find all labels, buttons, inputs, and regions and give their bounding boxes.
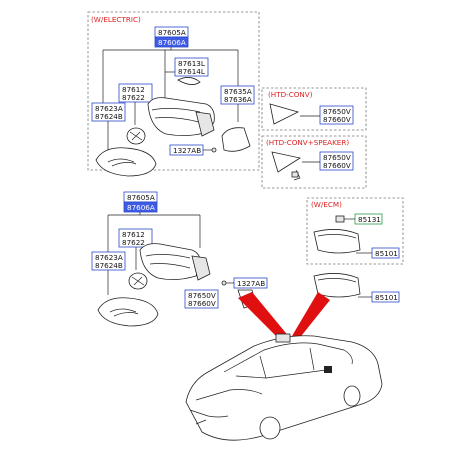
car-roof: [223, 342, 353, 373]
car-front-wheel: [259, 416, 281, 440]
speaker-connector: [291, 171, 299, 178]
label-bot-housing-2[interactable]: 87622: [122, 238, 145, 247]
label-ecm-part[interactable]: 85131: [358, 215, 381, 224]
box-htd-speaker: [319, 151, 354, 171]
bot-mirror-arm-drawing: [191, 255, 211, 281]
bot-mirror-body-detail: [145, 254, 191, 269]
car-rear-wheel: [343, 385, 361, 407]
htd-conv-drawing: [269, 103, 300, 125]
box-top-glass: [91, 102, 126, 122]
ecm-mirror-drawing: [313, 229, 361, 254]
lower-mirror-group: 87605A 87606A 87612 87622 87623A 87624B …: [91, 191, 268, 327]
label-top-housing-2[interactable]: 87622: [122, 93, 145, 102]
label-top-cap-2[interactable]: 87636A: [224, 95, 252, 104]
ecm-connector-drawing: [335, 215, 345, 223]
label-top-cover-2[interactable]: 87614L: [178, 67, 205, 76]
car-side-mirror-marker: [324, 366, 332, 373]
box-bot-housing: [118, 228, 153, 248]
top-cap-drawing: [221, 127, 251, 152]
htd-speaker-drawing: [271, 151, 302, 173]
label-bot-mirror-assy-1[interactable]: 87605A: [127, 193, 155, 202]
electric-section-title: (W/ELECTRIC): [91, 15, 141, 24]
box-top-cover: [174, 57, 209, 77]
car-drawing: [185, 333, 383, 441]
label-top-cover-1[interactable]: 87613L: [178, 59, 205, 68]
label-bot-glass2-1[interactable]: 87650V: [188, 291, 216, 300]
label-bot-housing-1[interactable]: 87612: [122, 230, 145, 239]
box-top-cap: [220, 85, 255, 105]
inner-mirror-drawing: [313, 273, 361, 298]
box-htd-conv: [319, 105, 354, 125]
box-top-mirror-assy-2: [154, 36, 189, 48]
callout-red-left: [238, 292, 290, 342]
bot-motor-detail: [131, 276, 145, 286]
label-top-mirror-assy-2[interactable]: 87606A: [158, 38, 186, 47]
label-htd-conv-2[interactable]: 87660V: [323, 115, 351, 124]
box-top-housing: [118, 83, 153, 103]
car-front-grille: [189, 409, 229, 425]
htd-speaker-section: (HTD-CONV+SPEAKER) 87650V 87660V: [261, 135, 367, 189]
car-windows: [235, 347, 327, 379]
label-bot-bolt[interactable]: 1327AB: [237, 279, 265, 288]
htd-speaker-title: (HTD-CONV+SPEAKER): [266, 138, 349, 147]
label-top-housing-1[interactable]: 87612: [122, 85, 145, 94]
car-body: [185, 335, 383, 441]
electric-section: (W/ELECTRIC) 87605A 87606A 87613L 87614L…: [87, 11, 260, 177]
label-htd-speaker-1[interactable]: 87650V: [323, 153, 351, 162]
inner-mirror-detail: [317, 278, 357, 283]
box-bot-glass: [91, 251, 126, 271]
cover-drawing: [177, 77, 201, 85]
top-glass-drawing: [95, 147, 157, 177]
label-bot-mirror-assy-2[interactable]: 87606A: [127, 203, 155, 212]
label-htd-speaker-2[interactable]: 87660V: [323, 161, 351, 170]
label-top-cap-1[interactable]: 87635A: [224, 87, 252, 96]
label-inner-mirror[interactable]: 85101: [375, 293, 398, 302]
electric-section-border: [87, 11, 260, 171]
bolt-icon: [211, 147, 217, 153]
htd-conv-section: (HTD-CONV) 87650V 87660V: [261, 87, 367, 131]
bot-bolt-icon: [221, 280, 227, 286]
htd-conv-border: [261, 87, 367, 131]
label-ecm-mirror[interactable]: 85101: [375, 249, 398, 258]
box-bot-glass2: [184, 289, 219, 309]
label-bot-glass-1[interactable]: 87623A: [95, 253, 123, 262]
box-bot-mirror-assy-2: [123, 201, 158, 213]
callout-red-right: [292, 292, 330, 340]
label-htd-conv-1[interactable]: 87650V: [323, 107, 351, 116]
car-hood: [195, 389, 263, 401]
label-top-glass-1[interactable]: 87623A: [95, 104, 123, 113]
top-mirror-body-drawing: [147, 97, 215, 136]
label-top-bolt[interactable]: 1327AB: [173, 146, 201, 155]
htd-conv-title: (HTD-CONV): [268, 90, 313, 99]
label-bot-glass-2[interactable]: 87624B: [95, 261, 123, 270]
ecm-mirror-detail: [317, 234, 357, 239]
inner-mirror-group: 85101: [313, 273, 400, 303]
bot-glass-drawing: [97, 297, 159, 327]
htd-speaker-border: [261, 135, 367, 189]
ecm-section: (W/ECM) 85131 85101: [306, 197, 404, 265]
top-motor-detail: [129, 131, 143, 141]
top-glass-detail: [107, 158, 137, 167]
bot-mirror-body-drawing: [139, 243, 201, 280]
top-mirror-body-detail: [151, 108, 201, 123]
ecm-title: (W/ECM): [311, 200, 342, 209]
label-top-mirror-assy-1[interactable]: 87605A: [158, 28, 186, 37]
label-top-glass-2[interactable]: 87624B: [95, 112, 123, 121]
car-inner-mirror-marker: [275, 333, 291, 343]
top-mirror-arm-drawing: [195, 111, 215, 137]
bot-glass-detail: [109, 308, 139, 317]
label-bot-glass2-2[interactable]: 87660V: [188, 299, 216, 308]
